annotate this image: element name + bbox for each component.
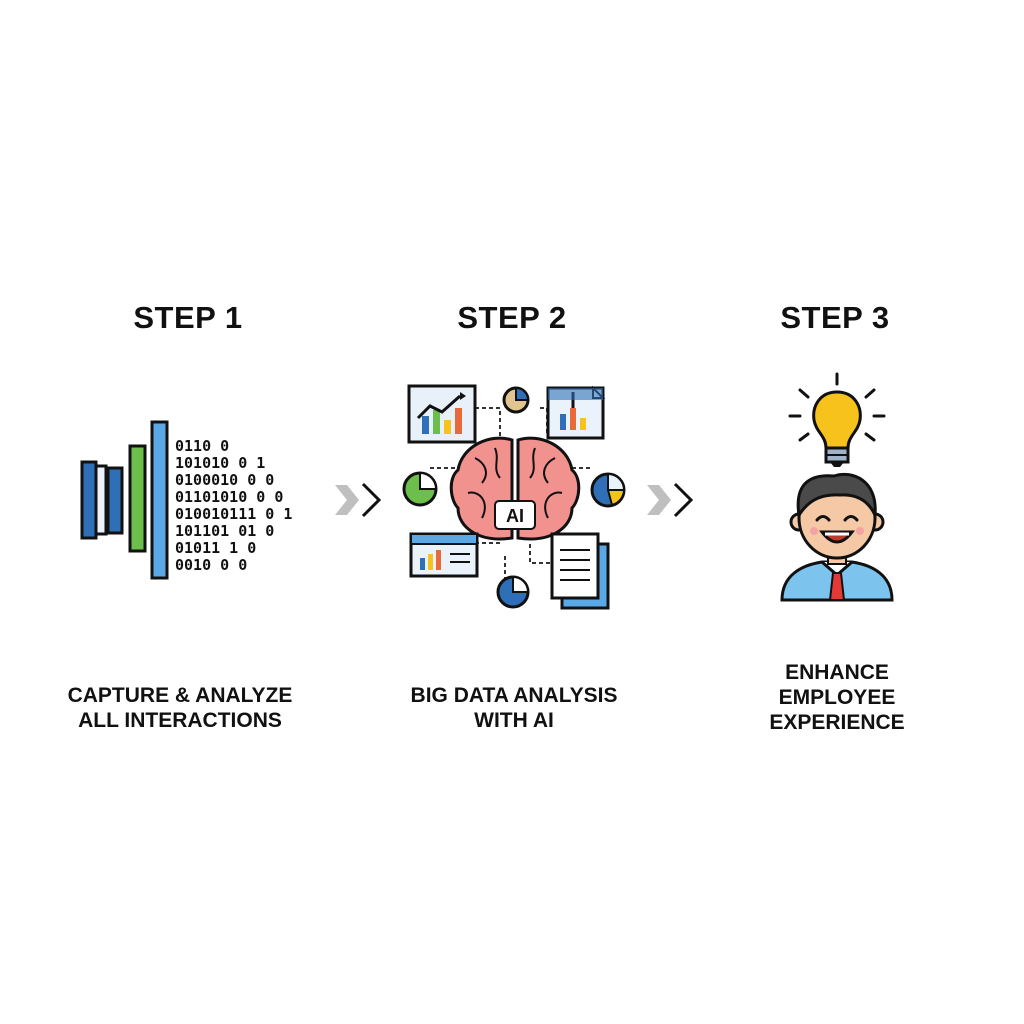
binary-row: 01011 1 0 [175, 539, 256, 557]
chevron-right-icon [333, 480, 383, 520]
step-1-caption-line: ALL INTERACTIONS [78, 709, 282, 732]
binary-row: 01101010 0 0 [175, 488, 283, 506]
step-3-title: STEP 3 [780, 300, 890, 335]
step-1-title: STEP 1 [133, 300, 243, 335]
step-3-caption-line: ENHANCE [785, 661, 889, 684]
ai-brain-analysis-icon: AI [400, 378, 630, 618]
step-2-title: STEP 2 [457, 300, 567, 335]
binary-row: 0100010 0 0 [175, 471, 274, 489]
step-3-caption: ENHANCE EMPLOYEE EXPERIENCE [687, 660, 987, 735]
binary-row: 0010 0 0 [175, 556, 247, 574]
data-capture-icon: 0110 0 101010 0 1 0100010 0 0 01101010 0… [75, 418, 335, 583]
step-3-caption-line: EMPLOYEE [778, 686, 896, 709]
binary-row: 101010 0 1 [175, 454, 265, 472]
step-2-caption: BIG DATA ANALYSIS WITH AI [364, 683, 664, 733]
step-2-caption-line: WITH AI [474, 709, 554, 732]
step-3-caption-line: EXPERIENCE [769, 711, 905, 734]
chevron-right-icon [645, 480, 695, 520]
step-1-caption-line: CAPTURE & ANALYZE [67, 684, 293, 707]
step-1-caption: CAPTURE & ANALYZE ALL INTERACTIONS [30, 683, 330, 733]
ai-label: AI [506, 506, 524, 526]
employee-idea-icon [772, 370, 902, 605]
binary-row: 101101 01 0 [175, 522, 274, 540]
binary-row: 010010111 0 1 [175, 505, 292, 523]
step-2-caption-line: BIG DATA ANALYSIS [410, 684, 618, 707]
binary-row: 0110 0 [175, 437, 229, 455]
